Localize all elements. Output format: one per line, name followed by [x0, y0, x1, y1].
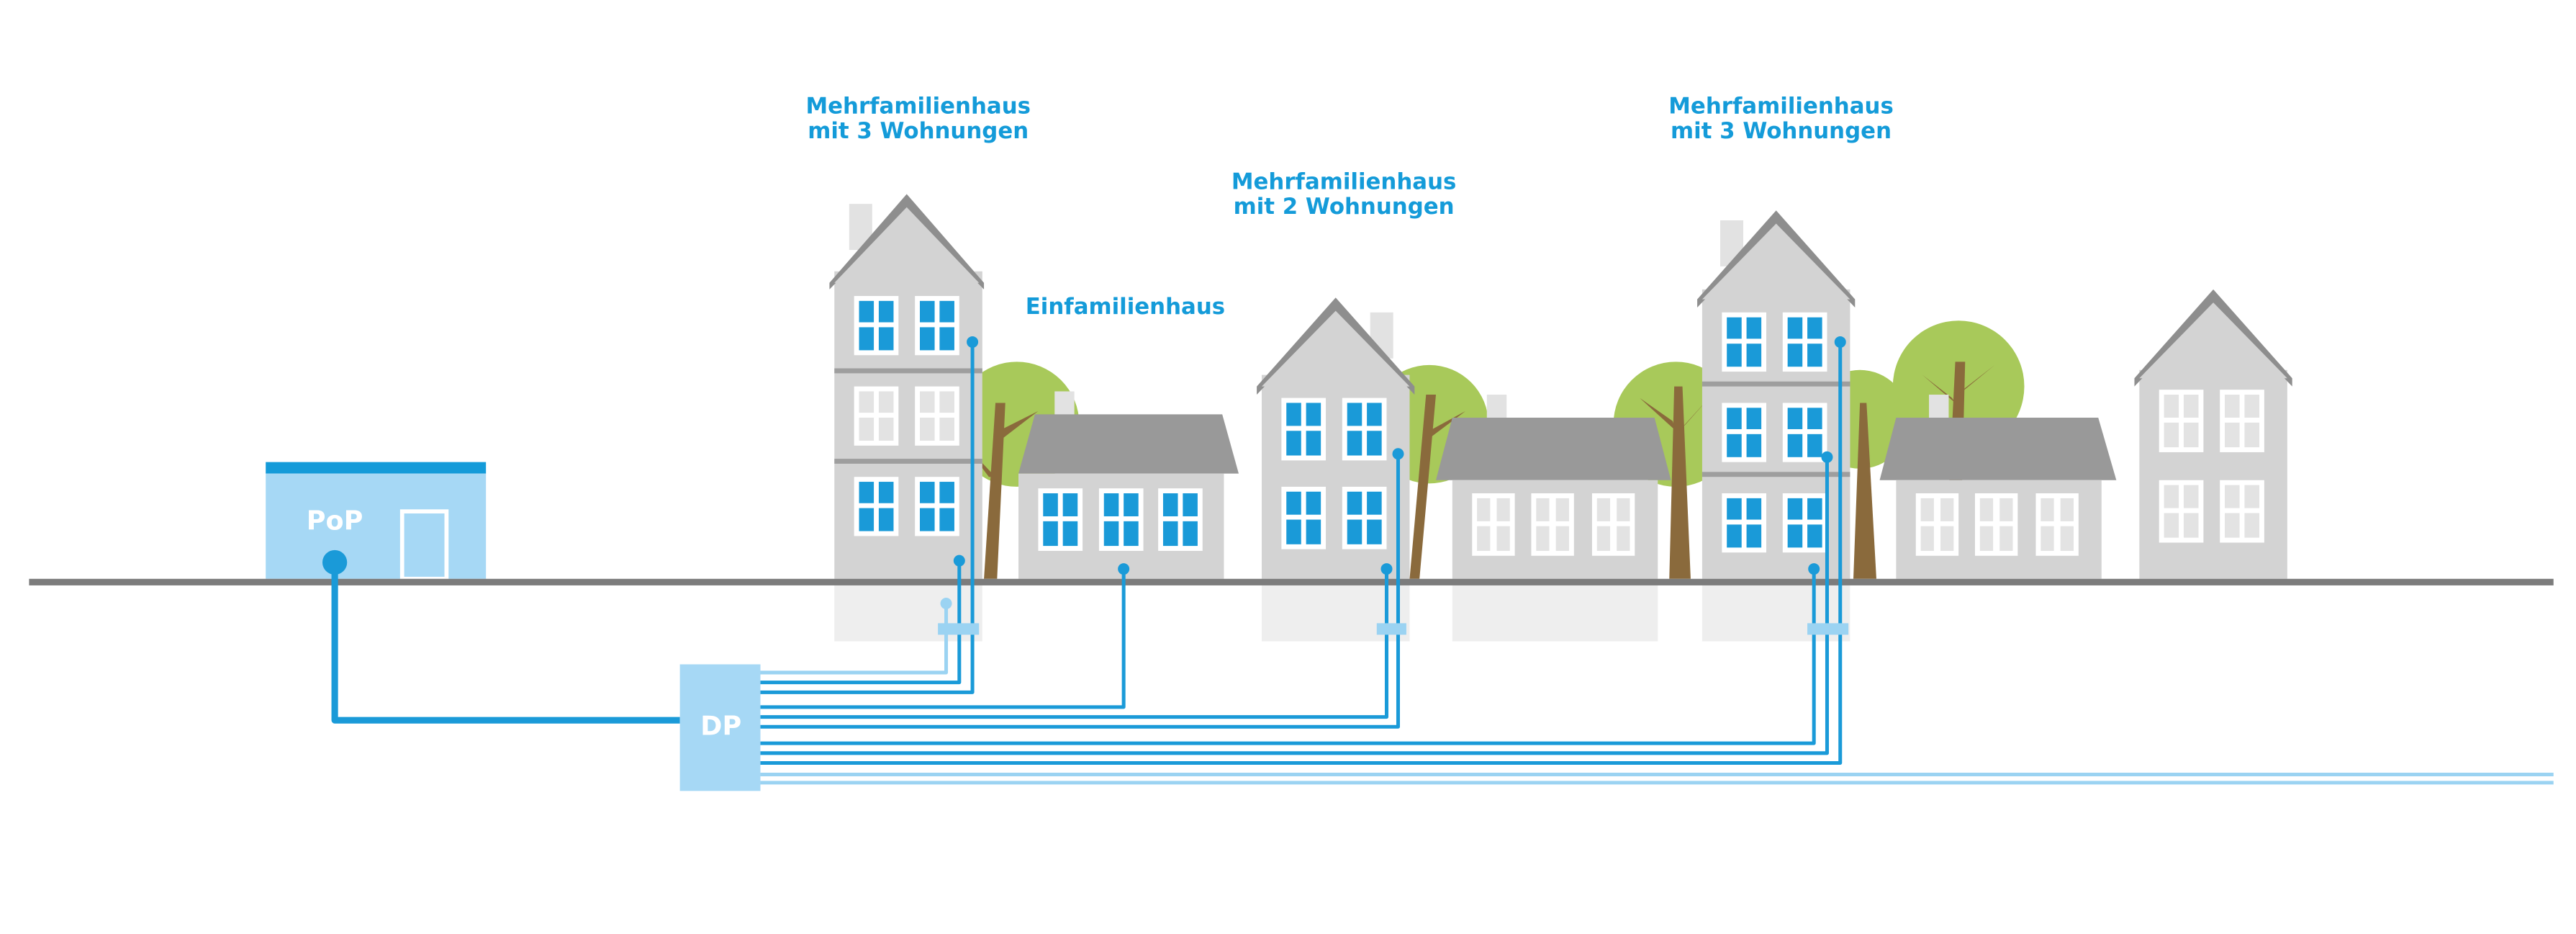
window-inactive	[2035, 493, 2079, 556]
endpoint-dot-reserve	[940, 598, 952, 610]
window-active	[1038, 488, 1083, 551]
window-active	[1098, 488, 1144, 551]
house-entry-box	[1376, 623, 1406, 635]
pop-label: PoP	[307, 505, 363, 536]
house-unconnected-1	[1436, 395, 1671, 642]
window-active	[854, 296, 899, 356]
window-active	[1342, 398, 1387, 461]
fiber-endpoints	[322, 336, 1846, 610]
dp-box	[679, 664, 761, 791]
fiber-drop-house1	[760, 341, 975, 694]
house2-label: Einfamilienhaus	[1026, 294, 1225, 320]
house-entry-box	[938, 623, 980, 635]
window-inactive	[1591, 493, 1635, 556]
endpoint-dot	[967, 336, 979, 348]
window-inactive	[1531, 493, 1574, 556]
fiber-drop-house5	[760, 457, 1829, 755]
fiber-drop-house3	[760, 569, 1389, 719]
window-active	[1722, 312, 1766, 372]
ground-line	[29, 578, 2554, 585]
window-active	[915, 296, 959, 356]
house-entry-box	[1807, 623, 1849, 635]
fiber-network	[331, 341, 2554, 785]
fiber-drop-house5	[760, 341, 1843, 765]
house3-label-line1: Mehrfamilienhaus	[1231, 169, 1457, 195]
endpoint-dot	[1808, 563, 1820, 575]
house4-label-line2: mit 3 Wohnungen	[1671, 118, 1892, 144]
window-inactive	[2159, 390, 2204, 452]
fiber-trunk	[331, 562, 680, 724]
window-inactive	[2159, 480, 2204, 543]
fiber-drop-house1	[760, 560, 962, 685]
pop-building	[266, 462, 487, 581]
window-inactive	[2220, 390, 2264, 452]
house-unconnected-2	[1879, 395, 2117, 579]
window-active	[915, 477, 959, 536]
window-active	[1281, 486, 1327, 549]
house3-label-line2: mit 2 Wohnungen	[1234, 194, 1455, 220]
house1-label-line1: Mehrfamilienhaus	[805, 94, 1031, 120]
window-active	[1722, 493, 1766, 553]
house4-label-line1: Mehrfamilienhaus	[1668, 94, 1894, 120]
house-unconnected-3	[2134, 289, 2292, 579]
endpoint-dot	[953, 554, 965, 567]
dp-label: DP	[700, 711, 741, 742]
fiber-drop-house2	[760, 569, 1126, 709]
window-active	[1782, 493, 1827, 553]
window-active	[1281, 398, 1327, 461]
window-active	[1158, 488, 1203, 551]
window-inactive	[1472, 493, 1515, 556]
window-inactive	[2220, 480, 2264, 543]
house-multi-family-2	[1257, 297, 1415, 642]
endpoint-dot	[1834, 336, 1846, 348]
window-active	[1342, 486, 1387, 549]
endpoint-dot	[1118, 563, 1130, 575]
house-entry-points	[938, 623, 1849, 635]
endpoint-dot	[1821, 451, 1833, 463]
window-inactive	[1915, 493, 1959, 556]
house-single-family	[1018, 391, 1239, 579]
window-active	[1722, 403, 1766, 462]
endpoint-dot	[1380, 563, 1393, 575]
window-inactive	[1974, 493, 2018, 556]
window-active	[854, 477, 899, 536]
fiber-drop-house3	[760, 454, 1401, 729]
window-inactive	[854, 386, 899, 446]
window-active	[1782, 312, 1827, 372]
house-multi-family-3-right	[1697, 210, 1856, 642]
window-active	[1782, 403, 1827, 462]
endpoint-dot	[1392, 448, 1404, 460]
pop-endpoint-dot	[322, 549, 348, 575]
house1-label-line2: mit 3 Wohnungen	[808, 118, 1029, 144]
window-inactive	[915, 386, 959, 446]
